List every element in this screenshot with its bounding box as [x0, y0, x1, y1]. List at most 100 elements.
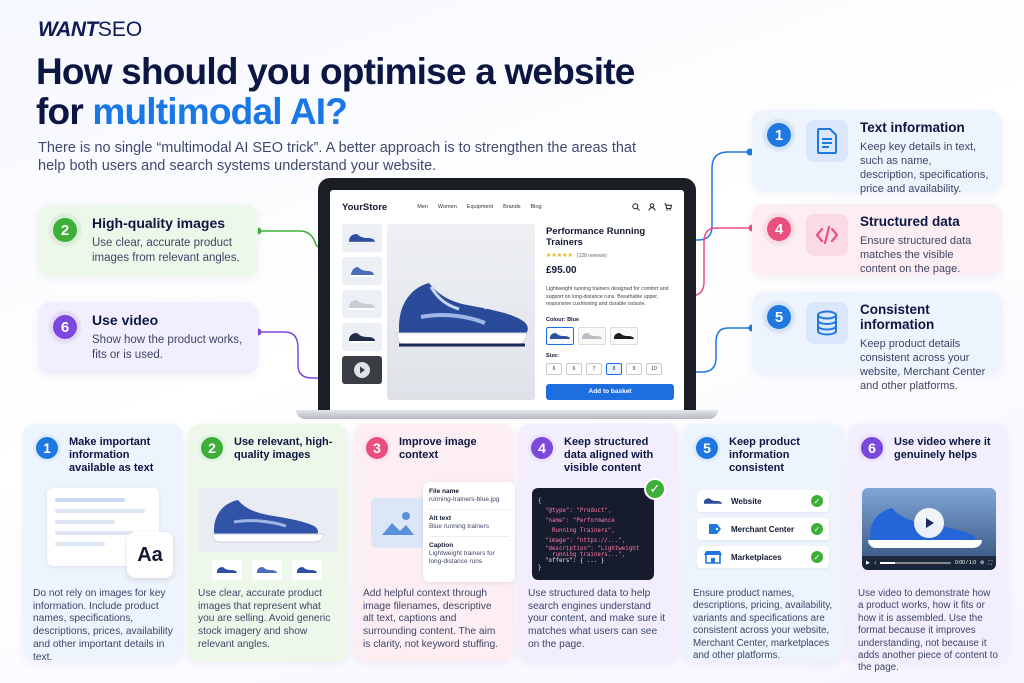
size-option[interactable]: 6: [546, 362, 562, 375]
feature-text: Show how the product works, fits or is u…: [92, 334, 243, 361]
feature-text: Use clear, accurate product images from …: [92, 237, 240, 264]
tip-title: Improve image context: [399, 436, 477, 461]
thumbnail[interactable]: [252, 560, 282, 580]
tip-card-video: 6 Use video where it genuinely helps ▶ ♪…: [848, 424, 1008, 673]
tip-number: 1: [33, 434, 61, 462]
tip-card-consistency: 5 Keep product information consistent We…: [683, 424, 843, 662]
tip-text: Use clear, accurate product images that …: [198, 588, 331, 650]
size-option[interactable]: 7: [586, 362, 602, 375]
shoe-icon: [349, 300, 375, 310]
image-metadata-panel: File name running-trainers-blue.jpg Alt …: [423, 482, 515, 582]
feature-number: 5: [764, 302, 794, 332]
product-thumbnails: [212, 560, 322, 580]
volume-icon[interactable]: ♪: [873, 560, 877, 566]
feature-text: Ensure structured data matches the visib…: [860, 235, 972, 275]
search-icon[interactable]: [632, 203, 640, 211]
intro-text: There is no single “multimodal AI SEO tr…: [38, 140, 637, 174]
video-visual: ▶ ♪ 0:00 / 1:0 ⚙ ⛶: [858, 482, 998, 584]
add-to-basket-button[interactable]: Add to basket: [546, 383, 674, 400]
meta-label: File name: [429, 488, 459, 495]
thumbnail[interactable]: [292, 560, 322, 580]
shoe-icon: [351, 267, 374, 277]
play-button[interactable]: [914, 508, 944, 538]
play-control-icon[interactable]: ▶: [866, 560, 870, 566]
size-options: 6 6 7 8 9 10: [546, 362, 678, 375]
nav-link-women[interactable]: Women: [437, 204, 457, 210]
thumbnail[interactable]: [342, 224, 382, 252]
store-nav-links: Men Women Equipment Brands Blog: [417, 204, 541, 210]
store-brand[interactable]: YourStore: [342, 201, 388, 213]
storefront-icon: [704, 551, 722, 564]
running-shoe-image: [396, 283, 528, 347]
check-icon: ✓: [811, 523, 823, 535]
thumbnail[interactable]: [342, 323, 382, 351]
size-option[interactable]: 10: [646, 362, 662, 375]
size-option[interactable]: 9: [626, 362, 642, 375]
feature-number: 1: [764, 120, 794, 150]
tip-card-text: 1 Make important information available a…: [23, 424, 183, 663]
feature-number: 2: [50, 215, 80, 245]
nav-link-blog[interactable]: Blog: [530, 204, 542, 210]
tip-text: Do not rely on images for key informatio…: [33, 588, 173, 663]
thumbnail[interactable]: [212, 560, 242, 580]
code-line: "offers": { ... }: [538, 558, 605, 564]
product-rating: ★★★★★ (128 reviews): [546, 252, 678, 260]
meta-value: Blue running trainers: [429, 523, 489, 530]
title-line-1: How should you optimise a website: [36, 51, 635, 92]
settings-icon[interactable]: ⚙: [980, 560, 985, 566]
structured-data-visual: { "@type": "Product", "name": "Performan…: [528, 478, 668, 584]
account-icon[interactable]: [648, 203, 656, 211]
feature-card-consistent: 5 Consistent information Keep product de…: [752, 292, 1002, 392]
tip-title: Use relevant, high-quality images: [234, 436, 333, 461]
tip-text: Ensure product names, descriptions, pric…: [693, 588, 833, 662]
colour-swatch-blue[interactable]: [546, 326, 574, 345]
image-placeholder-icon: [371, 498, 425, 548]
title-line-2-plain: for: [36, 91, 93, 132]
rating-stars: ★★★★★: [546, 253, 573, 259]
platform-row-marketplaces: Marketplaces ✓: [697, 546, 829, 568]
size-option[interactable]: 6: [566, 362, 582, 375]
text-visual: Aa: [33, 482, 173, 584]
feature-number: 6: [50, 312, 80, 342]
shoe-icon: [257, 567, 277, 573]
tip-title: Keep structured data aligned with visibl…: [564, 436, 654, 474]
code-line: "description": "Lightweight: [538, 546, 640, 552]
feature-text: Keep product details consistent across y…: [860, 338, 986, 392]
nav-link-equipment[interactable]: Equipment: [466, 204, 494, 210]
code-icon: [806, 214, 848, 256]
logo-want: WANT: [38, 18, 98, 41]
product-main-image: [387, 224, 535, 400]
tip-title: Keep product information consistent: [729, 436, 800, 474]
fullscreen-icon[interactable]: ⛶: [988, 560, 992, 566]
consistency-visual: Website ✓ Merchant Center ✓ Marketplaces…: [693, 482, 833, 584]
colour-swatch-grey[interactable]: [578, 326, 606, 345]
laptop-mockup: YourStore Men Women Equipment Brands Blo…: [296, 178, 718, 419]
title-line-2: for multimodal AI?: [36, 92, 796, 132]
shoe-icon: [582, 332, 602, 339]
nav-link-men[interactable]: Men: [417, 204, 428, 210]
feature-title: Text information: [860, 120, 965, 135]
platform-name: Merchant Center: [731, 524, 795, 534]
video-progress-bar[interactable]: [880, 562, 952, 564]
product-photo: [198, 488, 338, 552]
feature-text: Keep key details in text, such as name, …: [860, 141, 989, 195]
size-option-selected[interactable]: 8: [606, 362, 622, 375]
product-description: Lightweight running trainers designed fo…: [546, 286, 669, 307]
meta-label: Caption: [429, 542, 454, 549]
laptop-bezel: YourStore Men Women Equipment Brands Blo…: [318, 178, 696, 414]
tip-number: 2: [198, 434, 226, 462]
video-player[interactable]: ▶ ♪ 0:00 / 1:0 ⚙ ⛶: [862, 488, 996, 570]
images-visual: [198, 482, 338, 584]
platform-row-website: Website ✓: [697, 490, 829, 512]
thumbnail[interactable]: [342, 257, 382, 285]
cart-icon[interactable]: [664, 203, 672, 211]
review-count[interactable]: (128 reviews): [576, 252, 607, 259]
code-line: "name": "Performance: [538, 518, 615, 524]
code-line: Running Trainers",: [538, 528, 615, 534]
shoe-icon: [703, 498, 723, 504]
nav-link-brands[interactable]: Brands: [503, 204, 521, 210]
thumbnail[interactable]: [342, 290, 382, 318]
video-controls: ▶ ♪ 0:00 / 1:0 ⚙ ⛶: [862, 556, 996, 570]
video-thumbnail[interactable]: [342, 356, 382, 384]
colour-swatch-black[interactable]: [610, 326, 638, 345]
